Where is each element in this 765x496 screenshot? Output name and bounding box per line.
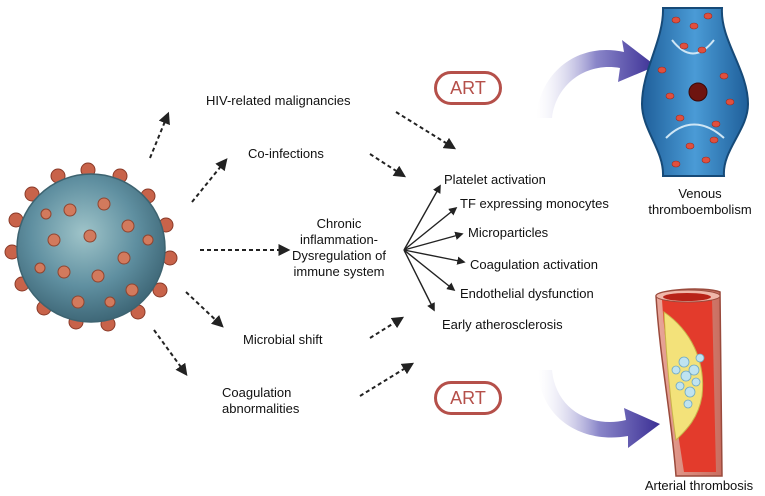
art-badge-bottom: ART <box>434 381 502 415</box>
cause-coagulation-abnormalities: Coagulation abnormalities <box>222 385 299 417</box>
outcome-venous-thromboembolism: Venous thromboembolism <box>640 186 760 218</box>
mechanism-fan-arrows <box>403 184 466 312</box>
cause-chronic-inflammation: Chronic inflammation- Dysregulation of i… <box>286 216 392 280</box>
inflammation-line-1: Chronic <box>316 216 362 231</box>
cause-arrows <box>149 111 291 376</box>
mechanism-microparticles: Microparticles <box>468 225 549 240</box>
curved-arrow-bottom <box>538 370 660 448</box>
inflammation-line-4: immune system <box>293 264 385 279</box>
mechanism-early-atherosclerosis: Early atherosclerosis <box>442 317 563 332</box>
mechanism-platelet-activation: Platelet activation <box>444 172 546 187</box>
artery-illustration <box>655 288 723 477</box>
venous-line-1: Venous <box>678 186 722 201</box>
mechanism-coagulation-activation: Coagulation activation <box>470 257 598 272</box>
inflammation-line-3: Dysregulation of <box>292 248 386 263</box>
cause-to-mechanism-arrows <box>359 111 457 397</box>
mechanism-endothelial-dysfunction: Endothelial dysfunction <box>460 286 594 301</box>
coag-line-2: abnormalities <box>222 401 300 416</box>
red-blood-cells <box>657 12 735 168</box>
mechanism-tf-monocytes: TF expressing monocytes <box>460 196 609 211</box>
venous-line-2: thromboembolism <box>648 202 752 217</box>
platelet-cluster <box>671 353 705 409</box>
cause-microbial-shift: Microbial shift <box>243 332 323 347</box>
coag-line-1: Coagulation <box>222 385 292 400</box>
vein-illustration <box>640 7 750 177</box>
cause-hiv-malignancies: HIV-related malignancies <box>206 93 351 108</box>
venous-clot <box>688 82 708 102</box>
virus-illustration <box>4 162 178 332</box>
cause-coinfections: Co-infections <box>248 146 324 161</box>
inflammation-line-2: inflammation- <box>299 232 379 247</box>
curved-arrow-top <box>536 40 656 118</box>
art-badge-top: ART <box>434 71 502 105</box>
virus-surface-spikes <box>34 197 154 309</box>
outcome-arterial-thrombosis: Arterial thrombosis <box>644 478 754 493</box>
